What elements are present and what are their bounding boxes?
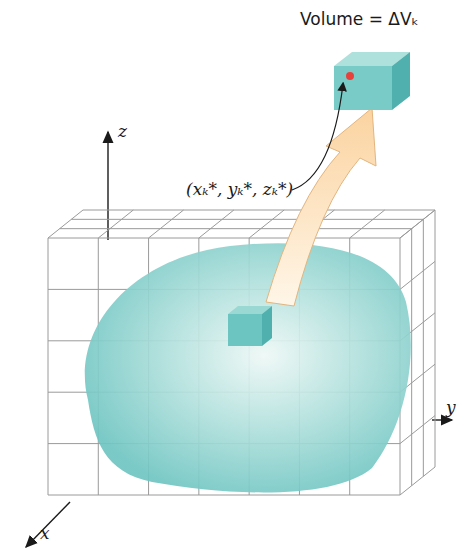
small-cube bbox=[228, 306, 272, 346]
grid-line bbox=[98, 210, 133, 238]
grid-box bbox=[48, 210, 435, 495]
grid-line bbox=[350, 210, 385, 238]
grid-line bbox=[48, 495, 400, 496]
grid-line bbox=[199, 210, 234, 238]
grid-line bbox=[249, 210, 284, 238]
point-label: (xₖ*, yₖ*, zₖ*) bbox=[186, 180, 293, 199]
sample-point bbox=[346, 72, 354, 80]
grid-line bbox=[48, 210, 83, 238]
grid-line bbox=[48, 238, 49, 495]
grid-line bbox=[400, 261, 435, 289]
grid-line bbox=[423, 219, 424, 476]
z-axis bbox=[107, 132, 108, 240]
x-axis bbox=[26, 502, 70, 547]
grid-line bbox=[411, 229, 412, 486]
grid-line bbox=[400, 210, 435, 238]
leader-line bbox=[292, 84, 343, 190]
grid-line bbox=[400, 416, 435, 444]
grid-line bbox=[149, 210, 184, 238]
axis-label: y bbox=[446, 398, 456, 417]
solid-region bbox=[85, 243, 411, 492]
axis-label: x bbox=[40, 524, 50, 543]
grid-line bbox=[71, 219, 423, 220]
magnify-arrow bbox=[266, 108, 376, 306]
grid-line bbox=[400, 210, 435, 238]
grid-line bbox=[60, 228, 412, 229]
grid-line bbox=[400, 467, 435, 495]
volume-label: Volume = ΔVₖ bbox=[300, 10, 419, 29]
enlarged-cube bbox=[334, 52, 410, 110]
grid-line bbox=[48, 238, 400, 239]
grid-line bbox=[83, 210, 435, 211]
axis-label: z bbox=[118, 122, 127, 141]
grid-line bbox=[435, 210, 436, 467]
